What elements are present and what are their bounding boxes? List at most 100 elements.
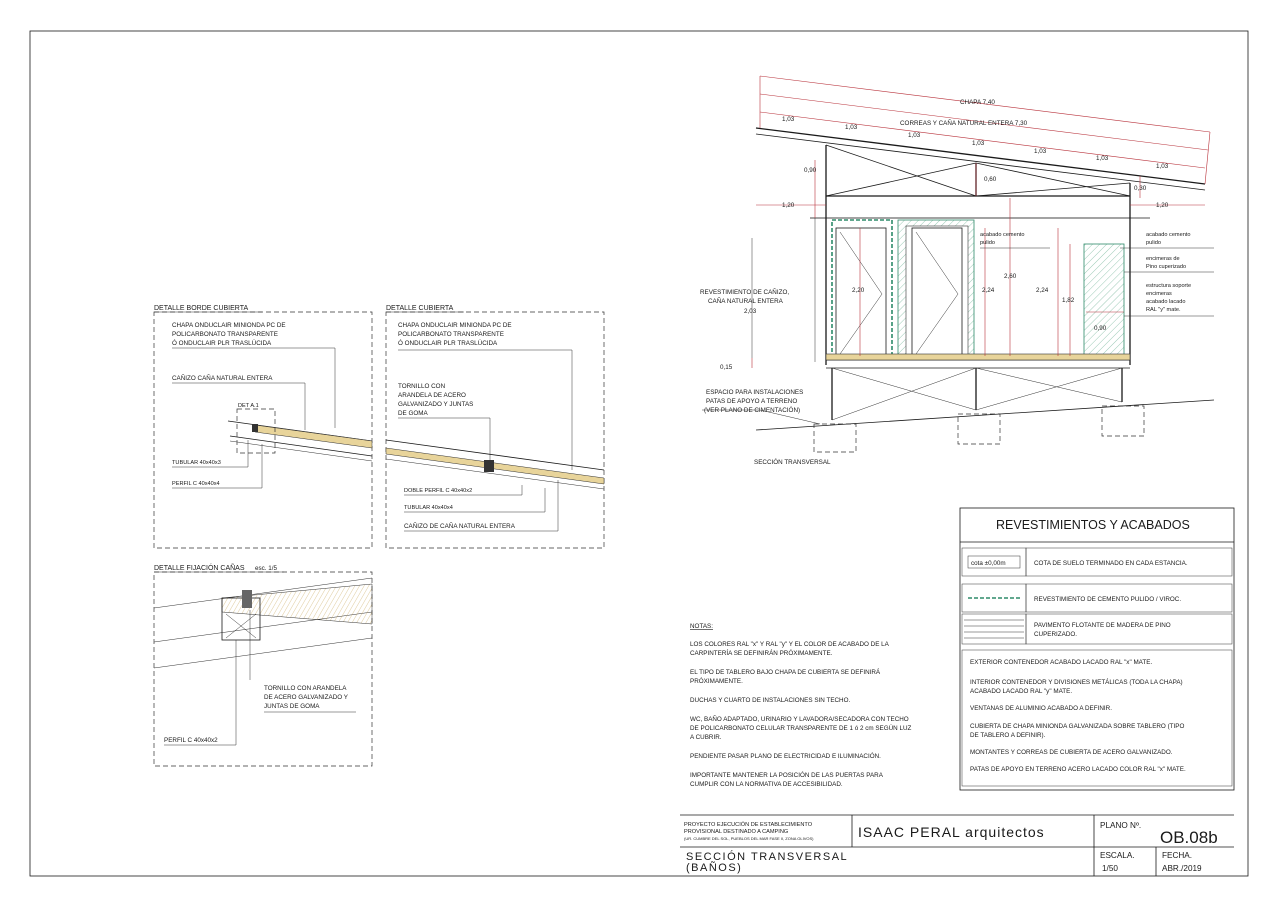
- section-transversal: CHAPA 7,40 CORREAS Y CAÑA NATURAL ENTERA…: [700, 75, 1215, 466]
- legend-item-1: EXTERIOR CONTENEDOR ACABADO LACADO RAL "…: [970, 659, 1152, 666]
- legend-item-4-line1: CUBIERTA DE CHAPA MINIONDA GALVANIZADA S…: [970, 723, 1184, 730]
- borde-tubular: TUBULAR 40x40x3: [172, 460, 221, 466]
- estructura-line1: estructura soporte: [1146, 283, 1191, 289]
- sheet-border: [29, 30, 1249, 877]
- project-line1: PROYECTO EJECUCIÓN DE ESTABLECIMIENTO: [684, 821, 813, 828]
- dim-correas: CORREAS Y CAÑA NATURAL ENTERA 7,30: [900, 118, 1028, 127]
- revest-line3: 2,03: [744, 308, 757, 315]
- cub-tornillo-2: ARANDELA DE ACERO: [398, 392, 466, 399]
- dim-h224a: 2,24: [982, 287, 995, 294]
- note-4-line3: A CUBRIR.: [690, 734, 722, 741]
- detail-fijacion-title: DETALLE FIJACIÓN CAÑAS: [154, 563, 245, 572]
- acabado2-line2: pulido: [1146, 240, 1161, 246]
- detail-fijacion-scale: esc. 1/5: [255, 565, 278, 572]
- legend-revestimientos: REVESTIMIENTOS Y ACABADOS cota ±0,00m CO…: [959, 507, 1235, 791]
- cub-tubular: TUBULAR 40x40x4: [404, 505, 453, 511]
- dim-eave-left: 1,20: [782, 202, 795, 209]
- note-4-line1: WC, BAÑO ADAPTADO, URINARIO Y LAVADORA/S…: [690, 714, 909, 723]
- dim-h090: 0,90: [804, 167, 817, 174]
- escala-value: 1/50: [1102, 864, 1118, 873]
- acabado2-line1: acabado cemento: [1146, 232, 1190, 238]
- cub-tornillo-1: TORNILLO CON: [398, 383, 446, 390]
- detail-borde-title: DETALLE BORDE CUBIERTA: [154, 305, 248, 312]
- title-block: PROYECTO EJECUCIÓN DE ESTABLECIMIENTO PR…: [680, 814, 1234, 876]
- borde-chapa-line2: POLICARBONATO TRANSPARENTE: [172, 331, 278, 338]
- dim-h220: 2,20: [852, 287, 865, 294]
- estructura-line3: acabado lacado: [1146, 299, 1186, 305]
- cub-chapa-line2: POLICARBONATO TRANSPARENTE: [398, 331, 504, 338]
- legend-pavimento-line1: PAVIMENTO FLOTANTE DE MADERA DE PINO: [1034, 622, 1171, 629]
- fij-tornillo-3: JUNTAS DE GOMA: [264, 703, 320, 710]
- notes-title: NOTAS:: [690, 623, 713, 630]
- dim-mod-5: 1,03: [1034, 148, 1047, 155]
- cub-canizo: CAÑIZO DE CAÑA NATURAL ENTERA: [404, 521, 516, 530]
- legend-title: REVESTIMIENTOS Y ACABADOS: [996, 518, 1190, 532]
- section-caption: SECCIÓN TRANSVERSAL: [754, 457, 831, 466]
- dim-h260: 2,60: [1004, 273, 1017, 280]
- plano-label: PLANO Nº.: [1100, 821, 1141, 830]
- sheet-title-line2: (BAÑOS): [686, 861, 742, 874]
- cub-chapa-line1: CHAPA ONDUCLAIR MINIONDA PC DE: [398, 322, 512, 329]
- legend-cemento-text: REVESTIMIENTO DE CEMENTO PULIDO / VIROC.: [1034, 596, 1181, 603]
- fecha-value: ABR./2019: [1162, 864, 1202, 873]
- note-6-line2: CUMPLIR CON LA NORMATIVA DE ACCESIBILIDA…: [690, 781, 843, 788]
- dim-h015: 0,15: [720, 364, 733, 371]
- notes: NOTAS: LOS COLORES RAL "x" Y RAL "y" Y E…: [690, 623, 912, 788]
- note-6-line1: IMPORTANTE MANTENER LA POSICIÓN DE LAS P…: [690, 770, 884, 779]
- note-1-line1: LOS COLORES RAL "x" Y RAL "y" Y EL COLOR…: [690, 641, 890, 648]
- dim-chapa: CHAPA 7,40: [960, 99, 995, 106]
- encimeras-line2: Pino cuperizado: [1146, 264, 1186, 270]
- borde-perfil: PERFIL C 40x40x4: [172, 481, 220, 487]
- estructura-line4: RAL "y" mate.: [1146, 307, 1181, 313]
- dim-h060: 0,60: [984, 176, 997, 183]
- detail-fijacion-canas: DETALLE FIJACIÓN CAÑAS esc. 1/5 TORNILLO…: [153, 563, 373, 767]
- detail-borde-cubierta: DETALLE BORDE CUBIERTA CHAPA ONDUCLAIR M…: [153, 305, 373, 549]
- note-2-line2: PRÓXIMAMENTE.: [690, 676, 743, 685]
- fij-perfil: PERFIL C 40x40x2: [164, 737, 218, 744]
- dim-mod-2: 1,03: [845, 124, 858, 131]
- borde-canizo: CAÑIZO CAÑA NATURAL ENTERA: [172, 373, 273, 382]
- note-4-line2: DE POLICARBONATO CELULAR TRANSPARENTE DE…: [690, 723, 912, 732]
- escala-label: ESCALA.: [1100, 851, 1135, 860]
- project-line3: (UR. CUMBRE DEL SOL, PUEBLOS DEL MAR FAS…: [684, 836, 814, 841]
- acabado1-line2: pulido: [980, 240, 995, 246]
- detail-cubierta: DETALLE CUBIERTA CHAPA ONDUCLAIR MINIOND…: [385, 305, 605, 549]
- dim-mod-3: 1,03: [908, 132, 921, 139]
- dim-mod-6: 1,03: [1096, 155, 1109, 162]
- legend-item-5: MONTANTES Y CORREAS DE CUBIERTA DE ACERO…: [970, 749, 1173, 756]
- borde-chapa-line1: CHAPA ONDUCLAIR MINIONDA PC DE: [172, 322, 286, 329]
- project-line2: PROVISIONAL DESTINADO A CAMPING: [684, 829, 788, 835]
- legend-pavimento-line2: CUPERIZADO.: [1034, 631, 1077, 638]
- sheet-title-line1: SECCIÓN TRANSVERSAL: [686, 850, 848, 863]
- legend-cota-text: COTA DE SUELO TERMINADO EN CADA ESTANCIA…: [1034, 560, 1188, 567]
- cub-chapa-line3: Ó ONDUCLAIR PLR TRASLÚCIDA: [398, 338, 498, 347]
- dim-mod-1: 1,03: [782, 116, 795, 123]
- det-a1-callout: [236, 408, 276, 454]
- legend-item-6: PATAS DE APOYO EN TERRENO ACERO LACADO C…: [970, 766, 1186, 773]
- legend-pavimento-swatch: [964, 619, 1024, 639]
- revest-line2: CAÑA NATURAL ENTERA: [708, 296, 784, 305]
- legend-item-3: VENTANAS DE ALUMINIO ACABADO A DEFINIR.: [970, 705, 1112, 712]
- note-1-line2: CARPINTERÍA SE DEFINIRÁN PRÓXIMAMENTE.: [690, 648, 833, 657]
- legend-item-4-line2: DE TABLERO A DEFINIR).: [970, 732, 1046, 739]
- firm-name: ISAAC PERAL arquitectos: [858, 824, 1045, 840]
- espacio-line3: (VER PLANO DE CIMENTACIÓN): [704, 405, 800, 414]
- det-a1-label: DET A.1: [238, 403, 259, 409]
- cub-doble-perfil: DOBLE PERFIL C 40x40x2: [404, 488, 472, 494]
- fij-tornillo-2: DE ACERO GALVANIZADO Y: [264, 694, 349, 701]
- estructura-line2: encimeras: [1146, 291, 1172, 297]
- espacio-line1: ESPACIO PARA INSTALACIONES: [706, 389, 803, 396]
- dim-h182: 1,82: [1062, 297, 1075, 304]
- dim-h224b: 2,24: [1036, 287, 1049, 294]
- cub-tornillo-3: GALVANIZADO Y JUNTAS: [398, 401, 473, 408]
- acabado1-line1: acabado cemento: [980, 232, 1024, 238]
- note-2-line1: EL TIPO DE TABLERO BAJO CHAPA DE CUBIERT…: [690, 667, 881, 676]
- encimeras-line1: encimeras de: [1146, 256, 1180, 262]
- fij-tornillo-1: TORNILLO CON ARANDELA: [264, 685, 347, 692]
- note-3-line1: DUCHAS Y CUARTO DE INSTALACIONES SIN TEC…: [690, 697, 851, 704]
- dim-h030: 0,30: [1134, 185, 1147, 192]
- legend-item-2-line2: ACABADO LACADO RAL "y" MATE.: [970, 688, 1072, 695]
- revest-line1: REVESTIMIENTO DE CAÑIZO,: [700, 287, 789, 296]
- fecha-label: FECHA.: [1162, 851, 1192, 860]
